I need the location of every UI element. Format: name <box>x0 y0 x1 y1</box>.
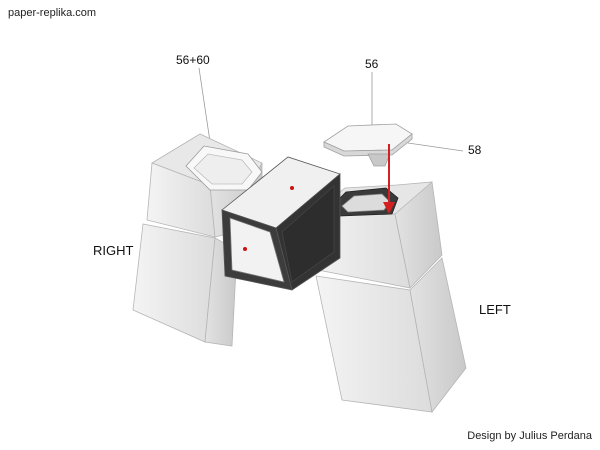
hex-cap-peg <box>367 153 391 167</box>
connector-side-face <box>281 185 335 283</box>
designer-credit: Design by Julius Perdana <box>467 430 592 442</box>
left-upper-side <box>394 181 443 289</box>
pin-top <box>290 186 294 190</box>
site-label: paper-replika.com <box>8 7 97 19</box>
center-connector <box>221 156 341 291</box>
hex-cap-part <box>323 123 413 167</box>
part-label-56-60: 56+60 <box>176 53 210 67</box>
part-label-56: 56 <box>365 57 379 71</box>
part-label-58: 58 <box>468 143 482 157</box>
connector-front-face <box>229 217 285 283</box>
left-block <box>311 181 467 413</box>
pin-front <box>243 247 247 251</box>
insertion-arrow <box>383 144 395 214</box>
insertion-arrow-head <box>383 202 395 214</box>
left-lower-side <box>409 257 467 413</box>
right-lower-front <box>132 223 216 343</box>
leader-line-58 <box>407 142 464 152</box>
right-hex-inner <box>193 153 253 185</box>
side-label-left: LEFT <box>479 302 511 317</box>
side-label-right: RIGHT <box>93 243 134 258</box>
